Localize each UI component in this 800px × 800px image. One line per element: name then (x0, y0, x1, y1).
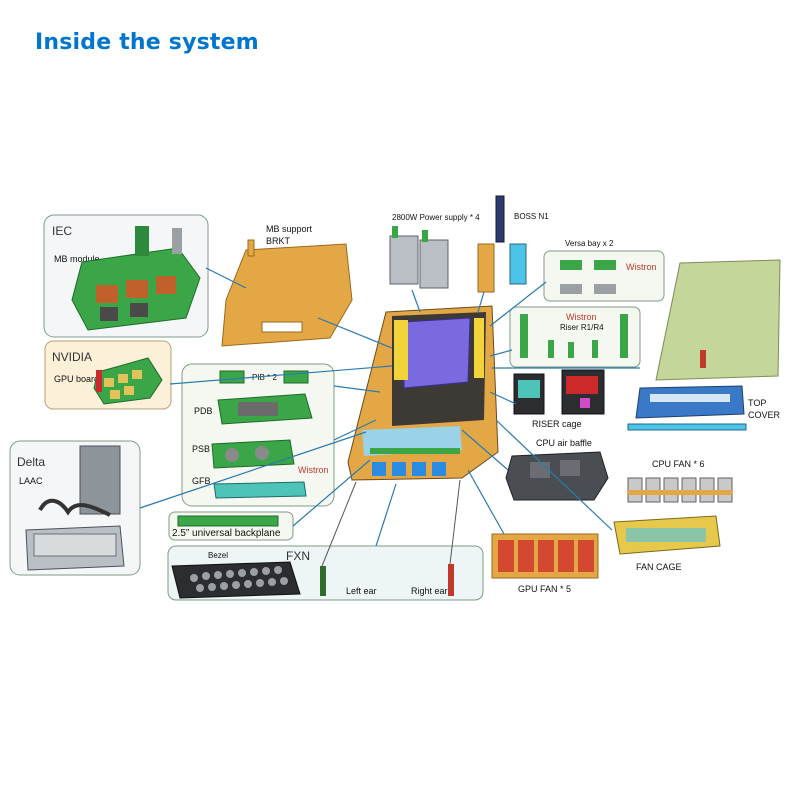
riser-label: Riser R1/R4 (560, 323, 604, 332)
iec-label: IEC (52, 224, 72, 238)
psb-label: PSB (192, 444, 210, 454)
mb-support-group: MB support BRKT (221, 224, 353, 347)
bezel-label: Bezel (208, 551, 228, 560)
cover-label: COVER (748, 410, 781, 420)
backplane-label: 2.5” universal backplane (172, 528, 281, 539)
fxn-group: Bezel FXN Left ear Right ear (167, 545, 484, 601)
boss-label: BOSS N1 (514, 212, 549, 221)
main-chassis (347, 305, 499, 481)
wistron-label-versa: Wistron (626, 262, 657, 272)
pib-label: PIB * 2 (252, 373, 277, 382)
right-ear-label: Right ear (411, 586, 448, 596)
riser-group: Wistron Riser R1/R4 (509, 306, 641, 368)
backplane-group: 2.5” universal backplane (168, 511, 294, 541)
nvidia-group: NVIDIA GPU board (44, 340, 172, 410)
power-supply-label: 2800W Power supply * 4 (392, 213, 480, 222)
wistron-label-power: Wistron (298, 465, 329, 475)
left-ear-label: Left ear (346, 586, 377, 596)
gfb-label: GFB (192, 476, 211, 486)
wistron-label-riser: Wistron (566, 312, 597, 322)
versa-bay-label: Versa bay x 2 (565, 239, 614, 248)
power-supply-group: 2800W Power supply * 4 (389, 213, 480, 289)
delta-group: Delta LAAC (9, 440, 141, 576)
mb-module-image (71, 226, 201, 331)
gpu-board-label: GPU board (54, 374, 99, 384)
gpu-fan-group: GPU FAN * 5 (491, 533, 599, 594)
leader-lines (139, 267, 640, 547)
left-ear-image (320, 566, 326, 596)
gpu-board-image (93, 357, 163, 405)
top-label: TOP (748, 398, 766, 408)
fxn-label: FXN (286, 549, 310, 563)
cpu-air-baffle-label: CPU air baffle (536, 438, 592, 448)
delta-label: Delta (17, 455, 45, 469)
boss-group: BOSS N1 (477, 195, 549, 293)
right-ear-image (448, 564, 454, 596)
cpu-fan-label: CPU FAN * 6 (652, 459, 705, 469)
cpu-air-baffle-group: CPU air baffle (505, 438, 609, 501)
cpu-baffle-installed (403, 317, 471, 389)
mb-support-label: MB support (266, 224, 313, 234)
versa-bay-group: Versa bay x 2 Wistron (543, 239, 665, 302)
riser-cage-label: RISER cage (532, 419, 582, 429)
page-title: Inside the system (35, 30, 259, 55)
riser-cage-group: RISER cage (513, 369, 605, 429)
brkt-label: BRKT (266, 236, 291, 246)
pdb-label: PDB (194, 406, 213, 416)
cpu-fan-group: CPU FAN * 6 (627, 459, 733, 503)
ear-leader-lines (321, 479, 461, 567)
power-boards-group: PIB * 2 PDB PSB GFB Wistron (181, 363, 335, 507)
iec-group: IEC MB module (43, 214, 209, 338)
laac-image (25, 445, 125, 571)
fan-cage-label: FAN CAGE (636, 562, 682, 572)
laac-label: LAAC (19, 476, 43, 486)
fan-cage-group: FAN CAGE (613, 515, 721, 572)
nvidia-label: NVIDIA (52, 350, 92, 364)
mb-module-label: MB module (54, 254, 100, 264)
gpu-fan-label: GPU FAN * 5 (518, 584, 571, 594)
bezel-image (171, 561, 301, 599)
top-cover-group: TOP COVER (627, 259, 781, 431)
